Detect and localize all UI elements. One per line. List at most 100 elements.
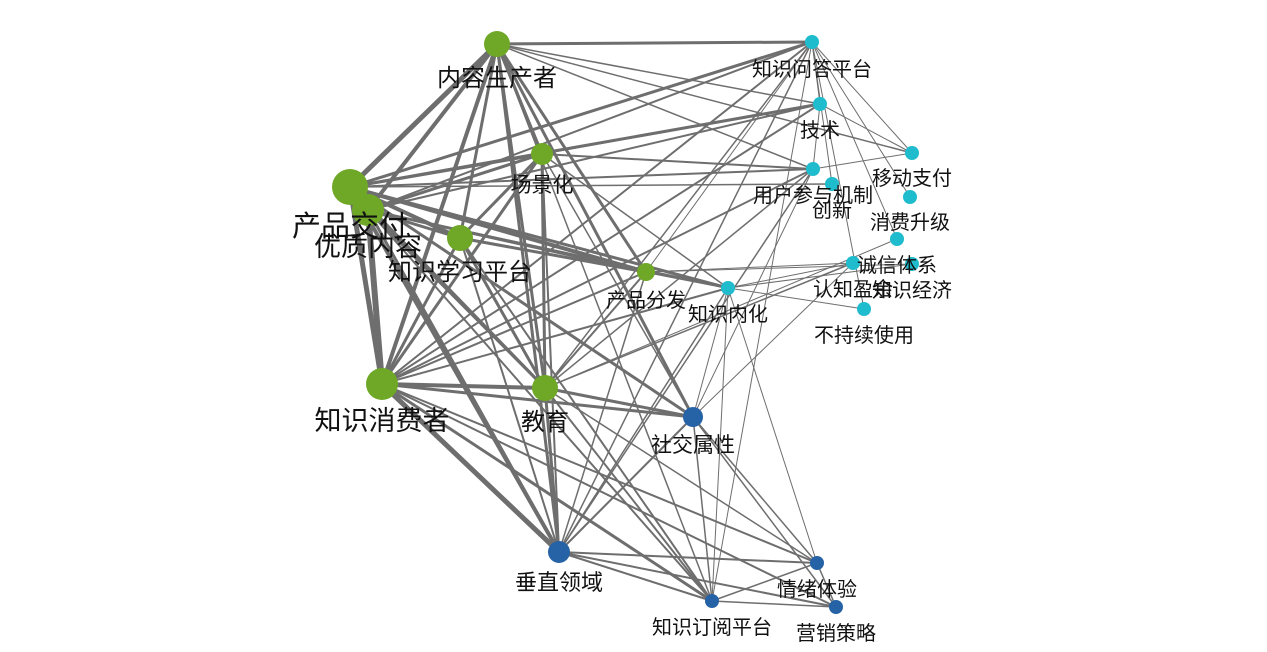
node-buchixu[interactable]: [857, 302, 871, 316]
node-youzhi[interactable]: [352, 194, 384, 226]
node-label-fenfa: 产品分发: [606, 288, 686, 312]
node-label-chuizhi: 垂直领域: [515, 571, 603, 596]
node-label-qingxu: 情绪体验: [777, 577, 857, 601]
edge-neirong-chuizhi: [495, 42, 561, 554]
edge-neirong-canyu: [496, 43, 814, 170]
edge-xiaofeizhe-shejiao: [380, 382, 695, 419]
edge-shejiao-yingxiao: [692, 416, 837, 608]
edge-fenfa-chuizhi: [558, 271, 647, 553]
edge-neihua-yingyu: [727, 262, 854, 289]
node-label-neirong: 内容生产者: [437, 64, 557, 92]
node-label-chengxin: 诚信体系: [857, 253, 937, 277]
edge-yidong-canyu: [812, 152, 913, 170]
edge-changjing-canyu: [541, 153, 814, 170]
node-xiaofeizhe[interactable]: [366, 368, 398, 400]
edge-xiaofeizhe-dingyue: [380, 382, 714, 603]
edge-dingyue-neihua: [711, 287, 729, 602]
node-label-yingxiao: 营销策略: [796, 621, 876, 645]
edge-shejiao-qingxu: [692, 416, 818, 564]
edge-chuizhi-dingyue: [558, 551, 713, 602]
node-xuexi[interactable]: [447, 225, 473, 251]
edges-layer: [347, 40, 913, 608]
node-shejiao[interactable]: [683, 407, 703, 427]
edge-xiaofeizhe-chuizhi: [379, 381, 562, 555]
node-neihua[interactable]: [721, 281, 735, 295]
edge-shejiao-canyu: [692, 168, 814, 418]
edge-neihua-shejiao: [692, 287, 729, 418]
edge-dingyue-yingxiao: [711, 600, 837, 608]
node-yingxiao[interactable]: [829, 600, 843, 614]
edge-fenfa-jingji: [645, 263, 913, 273]
edge-xuexi-xiaofeizhe: [380, 236, 462, 386]
edge-wenda-chengxin: [811, 41, 898, 240]
edge-wenda-chuangxin: [811, 41, 833, 185]
node-label-dingyue: 知识订阅平台: [652, 615, 772, 639]
edge-xuexi-chuizhi: [459, 237, 560, 553]
node-jiaoyu[interactable]: [532, 375, 558, 401]
edge-xiaofeizhe-canyu: [381, 168, 814, 385]
node-yidong[interactable]: [905, 146, 919, 160]
edge-youzhi-chuizhi: [366, 208, 561, 554]
edge-jiaoyu-canyu: [544, 168, 814, 389]
edge-chanpinjiaofu-wenda: [348, 40, 814, 189]
node-canyu[interactable]: [806, 162, 820, 176]
edge-yingyu-shejiao: [692, 262, 854, 418]
node-shengji[interactable]: [903, 190, 917, 204]
node-label-canyu: 用户参与机制: [753, 183, 873, 207]
node-label-jishu: 技术: [800, 118, 840, 142]
node-fenfa[interactable]: [637, 263, 655, 281]
edge-qingxu-neihua: [727, 287, 818, 564]
edge-jiaoyu-qingxu: [544, 387, 818, 564]
edge-xuexi-fenfa: [458, 236, 648, 274]
edge-youzhi-jiaoyu: [366, 208, 547, 390]
node-label-youzhi: 优质内容: [314, 232, 422, 263]
node-label-yingyu: 认知盈余: [813, 277, 893, 301]
edge-jiaoyu-chuizhi: [543, 386, 561, 554]
edge-fenfa-neihua: [645, 271, 729, 289]
edge-xiaofeizhe-qingxu: [381, 383, 818, 564]
edge-neihua-jingji: [727, 263, 913, 289]
edge-chuizhi-neihua: [558, 287, 729, 553]
edge-chuizhi-qingxu: [558, 551, 818, 564]
node-label-changjing: 场景化: [511, 173, 574, 197]
node-changjing[interactable]: [531, 143, 553, 165]
edge-xiaofeizhe-neihua: [381, 287, 729, 385]
node-chuangxin[interactable]: [825, 177, 839, 191]
node-label-yidong: 移动支付: [872, 166, 952, 190]
edge-jiaoyu-shejiao: [543, 386, 695, 419]
edge-neirong-youzhi: [366, 42, 499, 212]
node-chanpinjiaofu[interactable]: [332, 169, 368, 205]
edge-xiaofeizhe-jiaoyu: [380, 382, 547, 390]
node-label-chuangxin: 创新: [812, 198, 852, 222]
edge-neirong-yidong: [496, 43, 913, 154]
edge-changjing-xuexi: [458, 152, 544, 240]
node-label-xiaofeizhe: 知识消费者: [315, 406, 450, 437]
node-neirong[interactable]: [484, 31, 510, 57]
edge-wenda-shengji: [811, 41, 911, 198]
edge-neirong-wenda: [495, 40, 814, 46]
edge-changjing-xiaofeizhe: [380, 152, 544, 386]
node-jingji[interactable]: [905, 257, 919, 271]
node-label-shejiao: 社交属性: [651, 433, 735, 457]
edge-neirong-fenfa: [495, 42, 648, 274]
node-jishu[interactable]: [813, 97, 827, 111]
edge-changjing-jishu: [541, 103, 821, 155]
edge-jiaoyu-yingyu: [544, 262, 854, 389]
edge-chanpinjiaofu-changjing: [348, 152, 544, 189]
node-qingxu[interactable]: [810, 556, 824, 570]
node-chuizhi[interactable]: [548, 541, 570, 563]
edge-youzhi-changjing: [366, 152, 544, 212]
edge-fenfa-xiaofeizhe: [381, 271, 647, 385]
node-chengxin[interactable]: [890, 232, 904, 246]
edge-neirong-chanpinjiaofu: [347, 41, 500, 190]
edge-chuizhi-wenda: [558, 41, 813, 553]
edge-xuexi-dingyue: [459, 237, 713, 602]
edge-jishu-canyu: [812, 103, 821, 170]
edge-dingyue-wenda: [711, 41, 813, 602]
node-dingyue[interactable]: [705, 594, 719, 608]
edge-neirong-xuexi: [458, 42, 499, 240]
edge-neihua-buchixu: [727, 287, 865, 310]
edge-xiaofeizhe-jishu: [381, 103, 821, 385]
node-yingyu[interactable]: [846, 256, 860, 270]
node-wenda[interactable]: [805, 35, 819, 49]
